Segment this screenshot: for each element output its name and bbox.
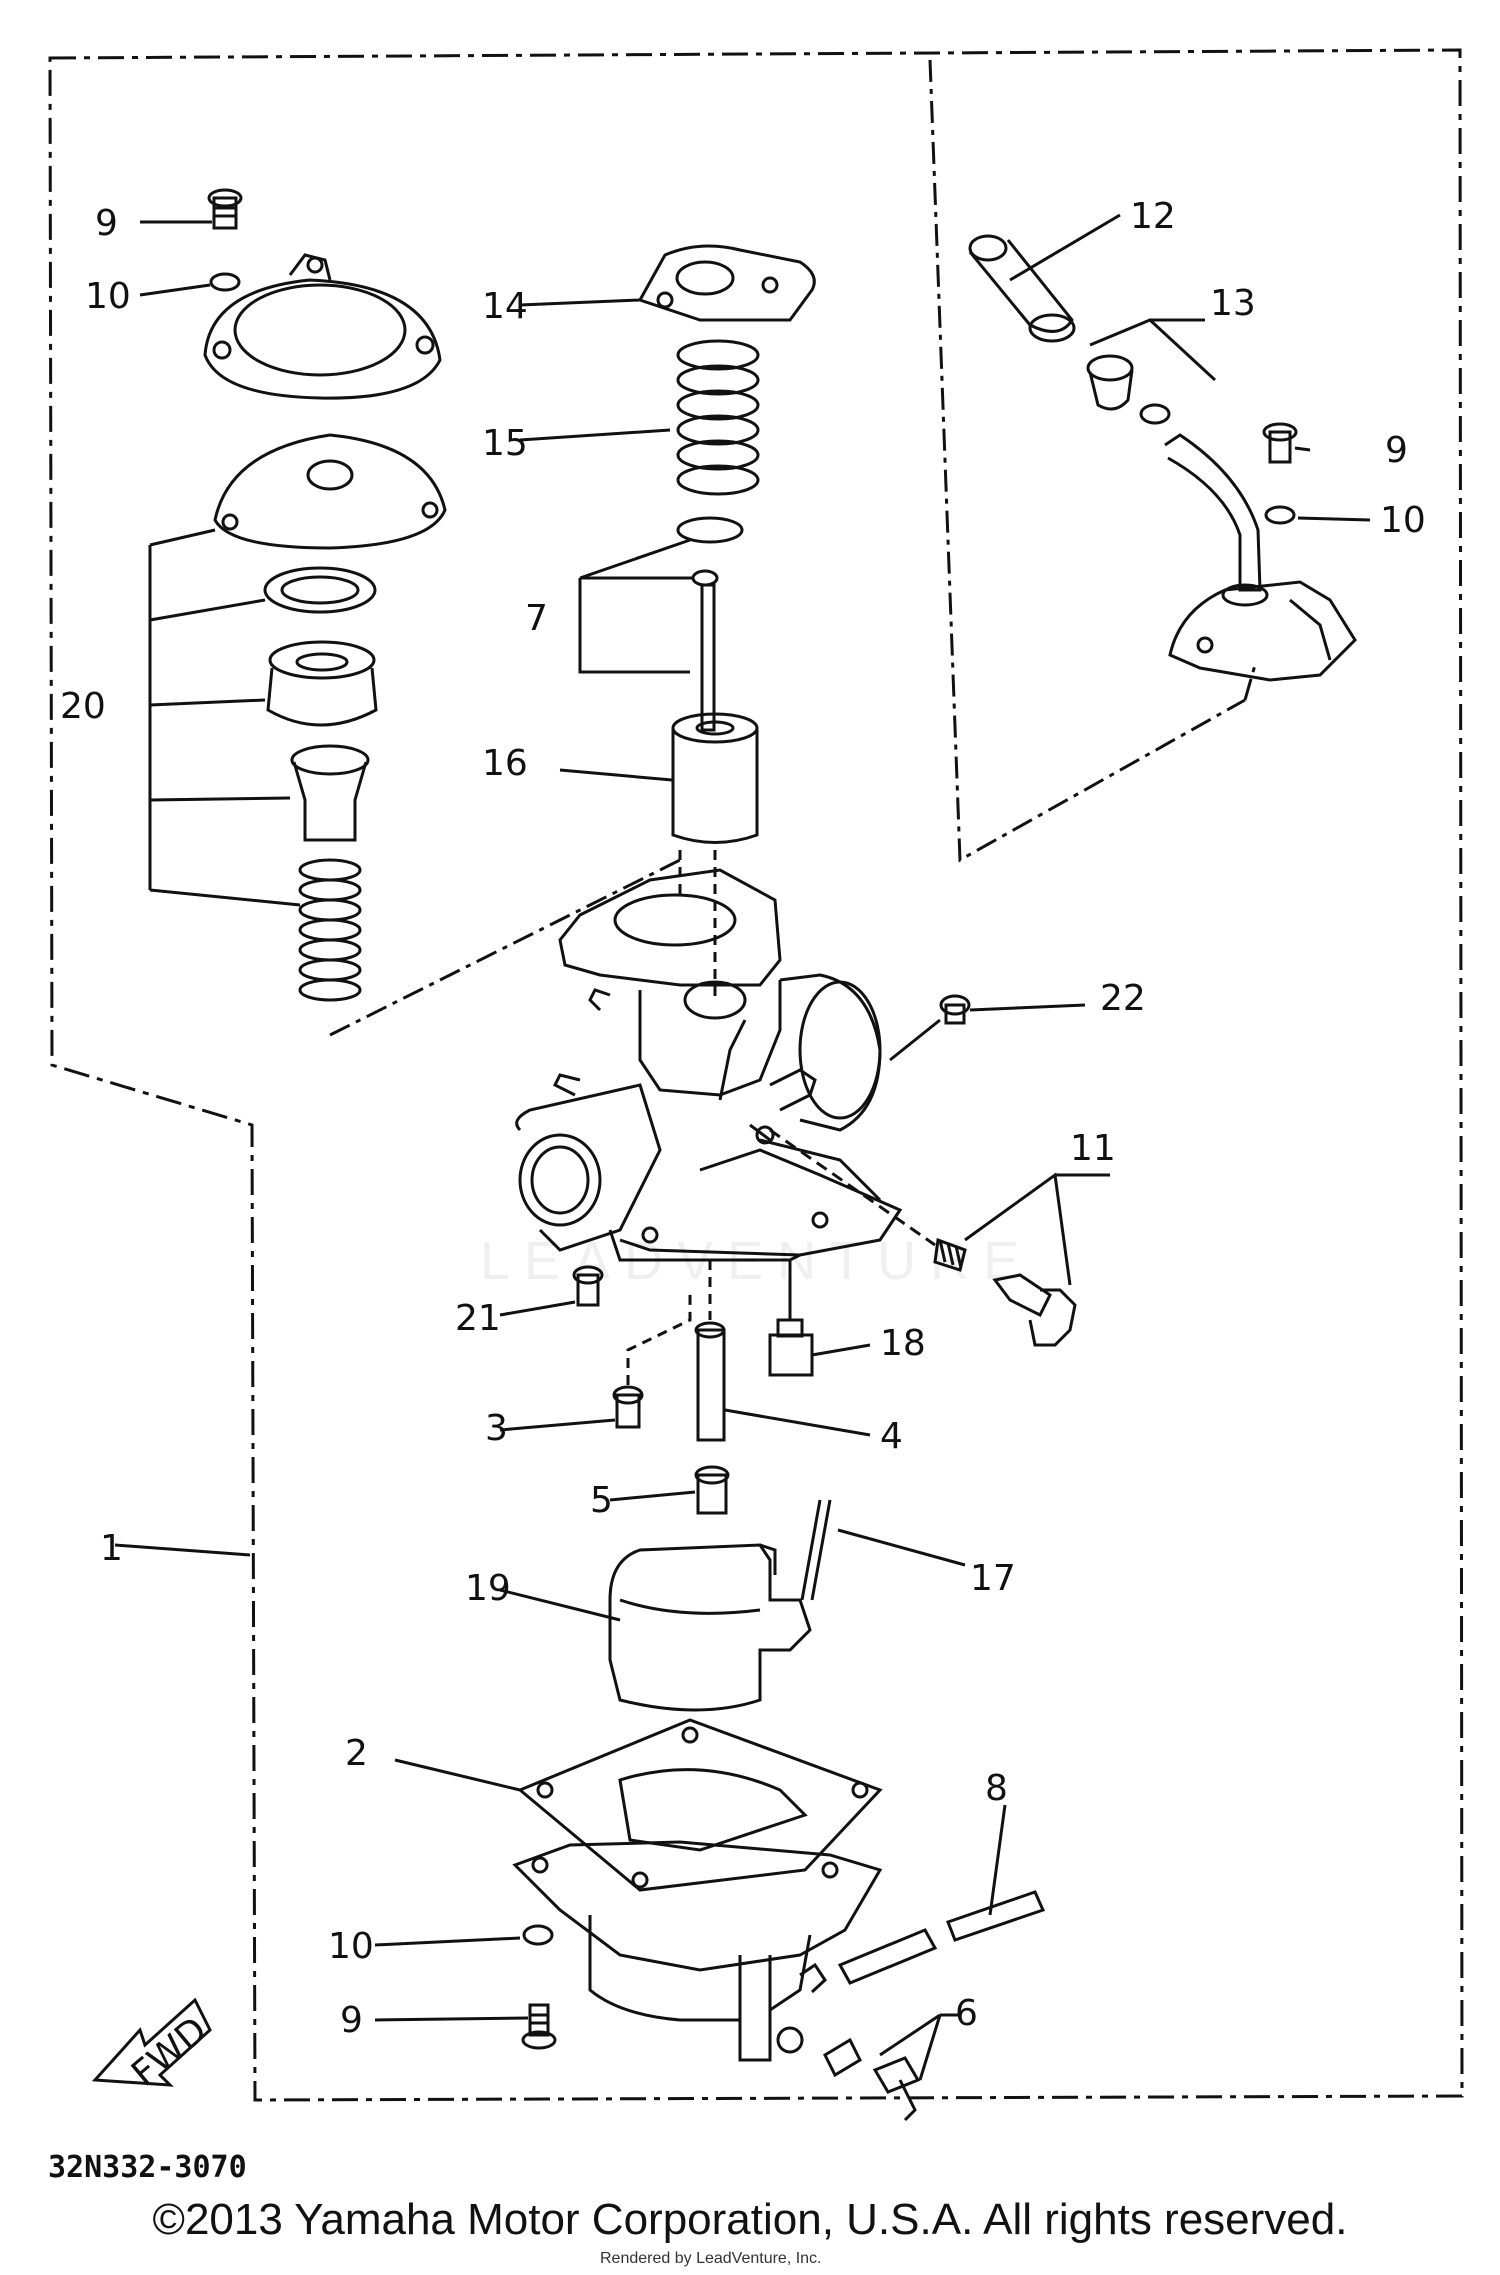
piston-valve <box>290 744 370 842</box>
inner-group-boundary <box>928 59 1246 863</box>
callout-20: 20 <box>60 686 106 727</box>
part-10-washer-right <box>1264 505 1296 525</box>
callout-10-top-left: 10 <box>85 276 131 317</box>
callout-9-top-left: 9 <box>95 203 118 244</box>
part-5-main-jet <box>694 1465 730 1515</box>
callout-18: 18 <box>880 1323 926 1364</box>
part-3-jet <box>612 1385 644 1429</box>
callout-17: 17 <box>970 1558 1016 1599</box>
callout-2: 2 <box>345 1733 368 1774</box>
part-8-hose <box>837 1890 1046 1985</box>
part-19-float <box>608 1543 812 1712</box>
part-10-washer-top-left <box>209 272 241 292</box>
part-17-float-pin <box>800 1499 832 1601</box>
watermark: LEADVENTURE <box>480 1231 1034 1291</box>
callout-12: 12 <box>1130 196 1176 237</box>
callout-21: 21 <box>455 1298 501 1339</box>
callout-10-lower: 10 <box>328 1926 374 1967</box>
diaphragm-spring <box>298 858 362 1002</box>
rendered-by-notice: Rendered by LeadVenture, Inc. <box>600 2250 822 2267</box>
carb-top-cover <box>203 253 442 400</box>
callout-10-right: 10 <box>1380 500 1426 541</box>
part-14-gasket <box>637 244 816 322</box>
callout-16: 16 <box>482 743 528 784</box>
part-21-jet <box>572 1265 604 1307</box>
carburetor-body <box>515 868 903 1262</box>
o-ring <box>263 566 377 614</box>
diaphragm-cover <box>213 433 447 550</box>
callout-13: 13 <box>1210 283 1256 324</box>
fwd-arrow <box>91 1997 212 2087</box>
part-11-idle-screw <box>933 1237 1077 1347</box>
callout-9-right: 9 <box>1385 430 1408 471</box>
assembly-boundary <box>48 48 1464 2102</box>
callout-8: 8 <box>985 1768 1008 1809</box>
callout-22: 22 <box>1100 978 1146 1019</box>
part-9-screw-right <box>1262 422 1298 464</box>
callout-3: 3 <box>485 1408 508 1449</box>
callout-15: 15 <box>482 423 528 464</box>
part-12-cable-cap <box>968 234 1076 343</box>
callout-14: 14 <box>482 286 528 327</box>
part-9-screw-lower <box>521 2003 557 2050</box>
diagram-part-code: 32N332-3070 <box>48 2150 247 2185</box>
part-18-float-valve <box>768 1318 814 1377</box>
callout-4: 4 <box>880 1416 903 1457</box>
copyright-notice: ©2013 Yamaha Motor Corporation, U.S.A. A… <box>152 2195 1348 2244</box>
callout-9-lower: 9 <box>340 2000 363 2041</box>
callout-5: 5 <box>590 1480 613 1521</box>
rubber-cap <box>266 640 378 727</box>
part-6-pilot-screw <box>823 2037 921 2122</box>
choke-bracket <box>1164 433 1357 682</box>
part-13-cable-adjuster <box>1086 354 1171 425</box>
float-bowl <box>512 1840 883 2062</box>
callout-19: 19 <box>465 1568 511 1609</box>
part-22-screw <box>939 994 971 1025</box>
part-15-spring <box>676 339 760 496</box>
callout-11: 11 <box>1070 1128 1116 1169</box>
callout-1: 1 <box>100 1528 123 1569</box>
callout-6: 6 <box>955 1993 978 2034</box>
callout-7: 7 <box>525 598 548 639</box>
part-16-throttle-valve <box>671 712 759 844</box>
part-10-washer-lower <box>522 1924 554 1946</box>
part-7-needle-clip <box>676 516 744 732</box>
part-4-needle-jet <box>694 1321 726 1442</box>
part-9-screw-top-left <box>207 188 243 230</box>
part-2-float-bowl-gasket <box>517 1718 883 1892</box>
